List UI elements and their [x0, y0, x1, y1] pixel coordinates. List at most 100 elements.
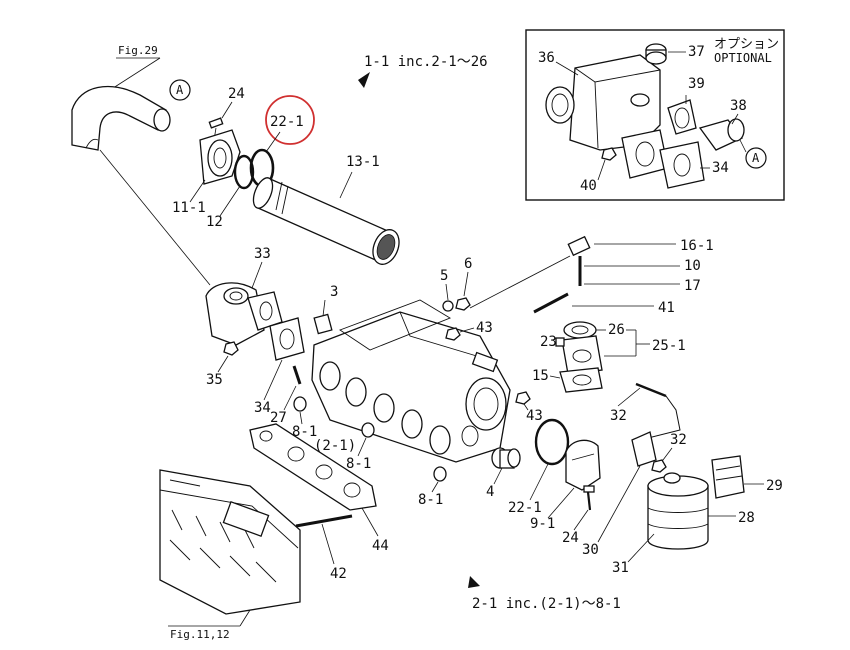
- label-17: 17: [684, 278, 701, 294]
- bolt-24-top: [208, 117, 224, 141]
- label-35: 35: [206, 372, 223, 388]
- group-header-1: 1-1 inc.2-1～26: [364, 54, 488, 70]
- label-24-lower: 24: [562, 530, 579, 546]
- nut-6: [455, 297, 471, 311]
- fig29-reference: Fig.29: [118, 44, 158, 57]
- marker-a-main-text: A: [176, 83, 184, 97]
- bolt-23: [555, 337, 565, 347]
- label-37: 37: [688, 44, 705, 60]
- optional-hose-fitting: [667, 99, 697, 135]
- label-36: 36: [538, 50, 555, 66]
- arrow-group-1: [358, 72, 370, 88]
- label-33: 33: [254, 246, 271, 262]
- manifold-gasket-44: [249, 423, 377, 511]
- nut-35: [223, 341, 239, 356]
- adapter-4: [491, 447, 521, 469]
- optional-cap: [645, 43, 667, 65]
- plug-8-1-c: [433, 466, 447, 482]
- hose-30: [631, 431, 657, 467]
- bolt-41: [533, 292, 569, 314]
- label-43-b: 43: [526, 408, 543, 424]
- label-40: 40: [580, 178, 597, 194]
- optional-air-inlet-body: [545, 54, 661, 151]
- optional-label-jp: オプション: [714, 37, 779, 52]
- exhaust-manifold: [311, 299, 511, 463]
- washer-5: [442, 300, 454, 312]
- label-34: 34: [254, 400, 271, 416]
- label-4: 4: [486, 484, 494, 500]
- label-27: 27: [270, 410, 287, 426]
- label-30: 30: [582, 542, 599, 558]
- label-9-1: 9-1: [530, 516, 555, 532]
- label-22-1-lower: 22-1: [508, 500, 542, 516]
- label-32-b: 32: [670, 432, 687, 448]
- optional-gasket: [659, 141, 705, 189]
- label-44: 44: [372, 538, 389, 554]
- label-28: 28: [738, 510, 755, 526]
- label-6: 6: [464, 256, 472, 272]
- label-8-1-b: 8-1: [346, 456, 371, 472]
- label-34-optional: 34: [712, 160, 729, 176]
- label-8-1-c: 8-1: [418, 492, 443, 508]
- group-header-2: 2-1 inc.(2-1)～8-1: [472, 596, 621, 612]
- marker-a-optional-text: A: [752, 151, 760, 165]
- label-13-1: 13-1: [346, 154, 380, 170]
- o-ring-22-1-lower: [534, 418, 570, 466]
- bolt-24-lower: [583, 485, 595, 511]
- plug-8-1-b: [361, 422, 375, 438]
- gasket-15: [559, 367, 603, 393]
- label-26: 26: [608, 322, 625, 338]
- engine-cylinder-head: [159, 469, 301, 615]
- stud-3: [313, 299, 333, 335]
- arrow-group-2: [468, 576, 480, 588]
- label-42: 42: [330, 566, 347, 582]
- fig11-12-reference: Fig.11,12: [170, 628, 230, 641]
- label-31: 31: [612, 560, 629, 576]
- label-8-1-a: 8-1: [292, 424, 317, 440]
- pipe-32-a: [635, 382, 667, 398]
- label-23: 23: [540, 334, 557, 350]
- reserve-tank-28: [647, 472, 709, 550]
- cover-9-1: [565, 439, 601, 491]
- stud-42: [295, 514, 353, 528]
- elbow-11-1: [199, 129, 241, 185]
- nut-43-b: [515, 391, 531, 405]
- thermostat-25-1: [561, 335, 603, 375]
- label-10: 10: [684, 258, 701, 274]
- label-3: 3: [330, 284, 338, 300]
- label-25-1: 25-1: [652, 338, 686, 354]
- plug-8-1-a: [293, 396, 307, 412]
- optional-inset-frame: [525, 29, 785, 201]
- marker-a-optional: [745, 147, 767, 169]
- optional-hose: [698, 118, 745, 151]
- label-2-1: (2-1): [314, 438, 356, 454]
- bracket-29: [711, 455, 745, 499]
- optional-label-en: OPTIONAL: [714, 51, 772, 65]
- label-15: 15: [532, 368, 549, 384]
- label-11-1: 11-1: [172, 200, 206, 216]
- label-32-a: 32: [610, 408, 627, 424]
- label-12: 12: [206, 214, 223, 230]
- label-38: 38: [730, 98, 747, 114]
- label-16-1: 16-1: [680, 238, 714, 254]
- o-ring-12: [233, 154, 255, 190]
- elbow-33: [205, 282, 283, 346]
- label-5: 5: [440, 268, 448, 284]
- intake-hose: [71, 85, 171, 151]
- highlight-circle: [265, 95, 315, 145]
- gasket-34: [269, 317, 305, 361]
- marker-a-main: [169, 79, 191, 101]
- label-41: 41: [658, 300, 675, 316]
- clamp-32: [651, 459, 667, 473]
- optional-nut: [601, 147, 617, 161]
- stud-27: [292, 365, 302, 385]
- thermostat-cover-26: [563, 321, 597, 339]
- label-22-1-highlight: 22-1: [270, 114, 304, 130]
- dipstick-16-1: [567, 235, 591, 257]
- label-39: 39: [688, 76, 705, 92]
- label-43-a: 43: [476, 320, 493, 336]
- label-29: 29: [766, 478, 783, 494]
- muffler-13-1: [252, 177, 400, 265]
